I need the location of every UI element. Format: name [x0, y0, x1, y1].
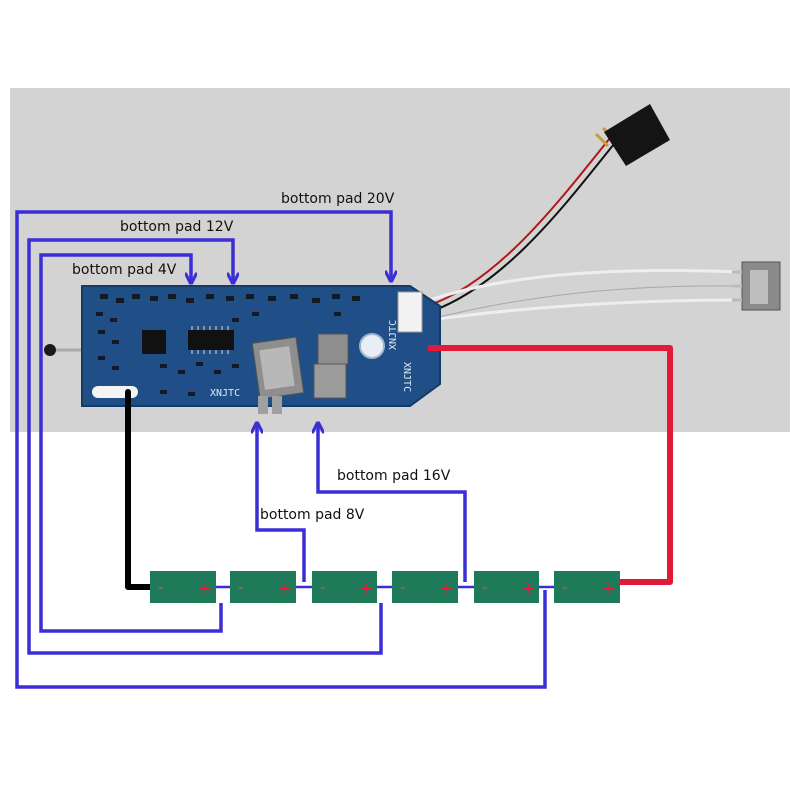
battery-cell-1: - + [150, 571, 216, 603]
negative-slot [92, 386, 138, 398]
battery-cell-5: - + [474, 571, 539, 603]
cell-1-neg: - [158, 578, 163, 596]
cell-5-pos: + [521, 579, 535, 599]
pad-20v-wire [15, 210, 547, 689]
board-silk-side: XNJTC [401, 362, 412, 392]
cell-2-pos: + [278, 579, 292, 599]
pad-wires [15, 210, 547, 689]
connector-pin-1 [594, 132, 610, 148]
cell-4-neg: - [400, 578, 405, 596]
battery-cell-6: - + [554, 571, 620, 603]
cell-2-neg: - [238, 578, 243, 596]
gray-wire-cable-2 [429, 298, 743, 322]
cell-5-neg: - [482, 578, 487, 596]
battery-cell-2: - + [230, 571, 296, 603]
mounting-hole [359, 333, 385, 359]
battery-cell-4: - + [392, 571, 458, 603]
cell-3-neg: - [320, 578, 325, 596]
bms-board-edge [81, 285, 441, 407]
board-silk-main: XNJTC [210, 388, 240, 399]
cell-6-neg: - [562, 578, 567, 596]
positive-wire [428, 345, 673, 585]
pad-4v-wire [39, 253, 223, 633]
label-pad-16v: bottom pad 16V [337, 468, 451, 484]
label-pad-8v: bottom pad 8V [260, 507, 365, 523]
pad-8v-wire [257, 424, 306, 582]
cell-6-pos: + [602, 579, 616, 599]
black-connector [604, 104, 670, 166]
battery-cell-3: - + [312, 571, 377, 603]
board-connector [397, 291, 423, 333]
board-silk-top: XNJTC [388, 320, 399, 350]
gray-wire-cable-3 [434, 285, 743, 319]
ic-chip-qfn [142, 330, 166, 354]
cell-1-pos: + [198, 579, 212, 599]
pad-16v-wire [318, 424, 467, 582]
cell-4-pos: + [440, 579, 454, 599]
negative-wire [125, 389, 155, 590]
micro-switch-lever [750, 270, 768, 304]
metal-terminals [251, 333, 349, 414]
label-pad-20v: bottom pad 20V [281, 191, 395, 207]
gray-wire-cable-1 [429, 268, 743, 302]
pad-12v-wire [27, 238, 383, 655]
label-pad-4v: bottom pad 4V [72, 262, 177, 278]
black-wire-cable [429, 143, 615, 313]
battery-cells: - + - + - + - + - + - + [150, 571, 620, 603]
ic-chip-pins [191, 326, 229, 354]
ic-chip-main [188, 330, 234, 350]
cell-3-pos: + [359, 579, 373, 599]
board-components [96, 294, 360, 396]
thermistor-bead [44, 344, 56, 356]
label-pad-12v: bottom pad 12V [120, 219, 234, 235]
